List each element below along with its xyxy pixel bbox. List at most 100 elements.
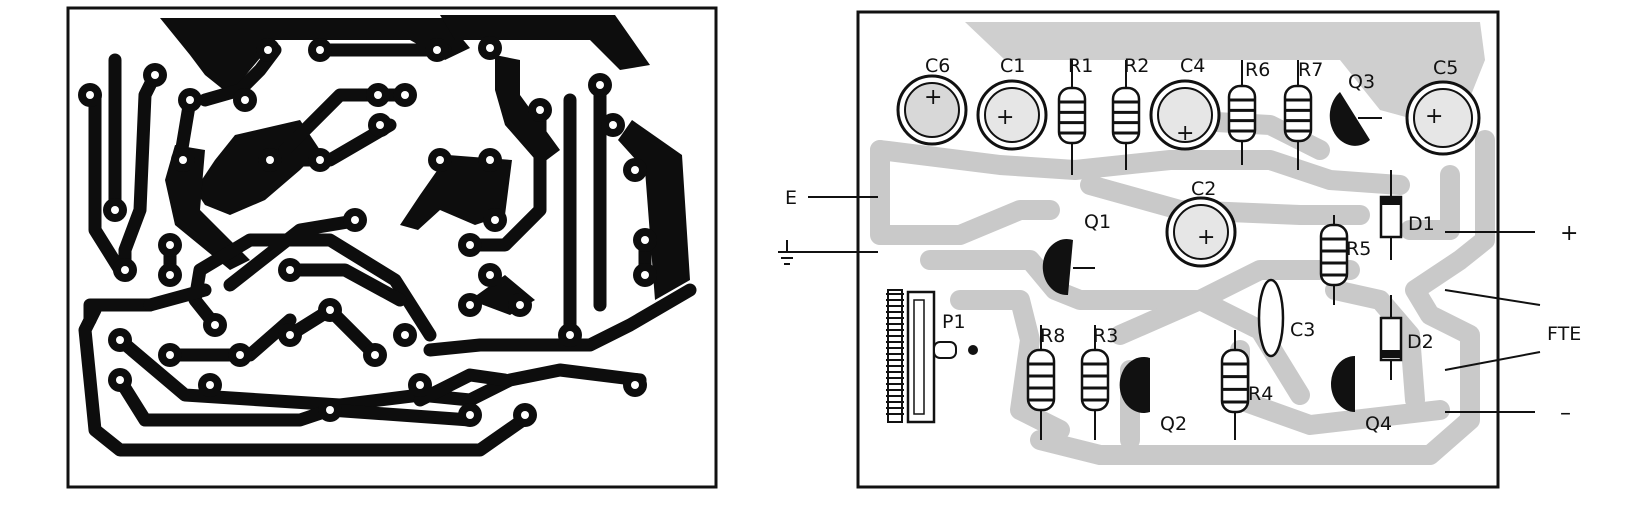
resistor-r4 xyxy=(1220,330,1250,440)
capacitor-c1: + xyxy=(976,79,1048,151)
polarity-mark: + xyxy=(1425,104,1443,129)
pad-hole xyxy=(416,381,424,389)
diode-d1 xyxy=(1379,170,1403,260)
label-q4: Q4 xyxy=(1365,413,1392,435)
transistor-q1 xyxy=(1042,239,1095,296)
trace xyxy=(118,68,162,277)
label-r3: R3 xyxy=(1093,325,1118,347)
label-c6: C6 xyxy=(925,55,950,77)
pad-hole xyxy=(86,91,94,99)
label-r5: R5 xyxy=(1346,238,1371,260)
polarity-mark: + xyxy=(1197,225,1215,250)
pad-hole xyxy=(326,306,334,314)
trace xyxy=(223,213,367,292)
pad-hole xyxy=(166,241,174,249)
pad-hole xyxy=(179,156,187,164)
pad-hole xyxy=(486,271,494,279)
pad-hole xyxy=(436,156,444,164)
pad-hole xyxy=(566,331,574,339)
trace xyxy=(83,298,157,327)
pad-hole xyxy=(401,91,409,99)
diode-d2 xyxy=(1379,295,1403,380)
connection-fte: FTE xyxy=(1444,289,1581,371)
copper-side-board xyxy=(66,6,718,489)
pad-hole xyxy=(206,381,214,389)
pad-hole xyxy=(351,216,359,224)
resistor-r8 xyxy=(1026,325,1056,440)
pad-hole xyxy=(236,351,244,359)
pad-hole xyxy=(166,271,174,279)
pad-hole xyxy=(111,206,119,214)
pad-hole xyxy=(486,156,494,164)
capacitor-c2: + xyxy=(1165,196,1237,268)
pad-hole xyxy=(266,156,274,164)
pad-hole xyxy=(151,71,159,79)
trace xyxy=(463,103,547,252)
capacitor-c4: + xyxy=(1149,79,1221,151)
pad-hole xyxy=(641,271,649,279)
copper-area-top xyxy=(160,18,470,95)
polarity-mark: + xyxy=(996,105,1014,130)
pad-hole xyxy=(536,106,544,114)
pad-hole xyxy=(641,236,649,244)
trace xyxy=(423,283,697,357)
trace xyxy=(143,283,212,312)
label-c5: C5 xyxy=(1433,57,1458,79)
label-d1: D1 xyxy=(1408,213,1435,235)
pad-hole xyxy=(264,46,272,54)
pad-hole xyxy=(186,96,194,104)
pad-hole xyxy=(631,166,639,174)
pad-hole xyxy=(241,96,249,104)
transistor-q2 xyxy=(1119,357,1150,413)
resistor-r7 xyxy=(1283,60,1313,170)
pad-hole xyxy=(486,44,494,52)
component-side-board: + + + + + xyxy=(0,0,1581,489)
resistor-r2 xyxy=(1111,60,1141,170)
pad-hole xyxy=(466,301,474,309)
label-r1: R1 xyxy=(1068,55,1093,77)
resistor-r1 xyxy=(1057,60,1087,175)
ground-symbol: ⏚ xyxy=(0,0,1,1)
pad-hole xyxy=(631,381,639,389)
resistor-r3 xyxy=(1080,325,1110,440)
connection-plus-label: + xyxy=(1560,221,1578,246)
copper-pads xyxy=(78,36,657,427)
label-q1: Q1 xyxy=(1084,211,1111,233)
resistor-r6 xyxy=(1227,60,1257,165)
pad-hole xyxy=(121,266,129,274)
capacitor-c5: + xyxy=(1405,80,1481,156)
pad-hole xyxy=(116,376,124,384)
pad-hole xyxy=(466,411,474,419)
pad-hole xyxy=(376,121,384,129)
trace xyxy=(78,303,537,457)
transistor-q4 xyxy=(1331,356,1355,412)
pad-hole xyxy=(326,406,334,414)
pad-hole xyxy=(521,411,529,419)
resistors xyxy=(1026,60,1349,440)
connection-fte-label: FTE xyxy=(1547,323,1581,345)
pad-hole xyxy=(466,241,474,249)
pad-hole xyxy=(116,336,124,344)
label-d2: D2 xyxy=(1407,331,1434,353)
pad-hole xyxy=(316,46,324,54)
trace xyxy=(413,368,512,407)
label-r7: R7 xyxy=(1298,59,1323,81)
pad-hole xyxy=(516,301,524,309)
label-q2: Q2 xyxy=(1160,413,1187,435)
pad-hole xyxy=(286,331,294,339)
label-r8: R8 xyxy=(1040,325,1065,347)
pad-hole xyxy=(609,121,617,129)
polarity-mark: + xyxy=(924,85,942,110)
trace xyxy=(188,233,437,342)
copper-area-center xyxy=(400,155,512,230)
transistor-q3 xyxy=(1329,92,1382,146)
pad-hole xyxy=(286,266,294,274)
pad-hole xyxy=(374,91,382,99)
pad-hole xyxy=(316,156,324,164)
resistor-r5 xyxy=(1319,215,1349,305)
pad-hole xyxy=(491,216,499,224)
capacitor-c6: + xyxy=(896,74,968,146)
copper-area-top-right xyxy=(440,15,650,70)
pad-hole xyxy=(166,351,174,359)
